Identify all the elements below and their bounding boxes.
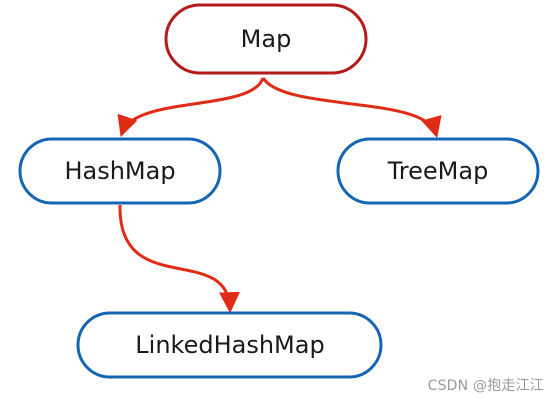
- node-map-label: Map: [241, 25, 292, 53]
- edge-map-to-hashmap: [117, 77, 265, 137]
- node-treemap: TreeMap: [336, 137, 540, 205]
- node-map-box: [164, 3, 368, 75]
- node-linkedhashmap: LinkedHashMap: [76, 311, 383, 379]
- watermark: CSDN @抱走江江: [427, 378, 544, 394]
- node-hashmap: HashMap: [18, 137, 222, 205]
- node-linkedhashmap-label: LinkedHashMap: [135, 331, 324, 359]
- node-hashmap-label: HashMap: [64, 157, 175, 185]
- node-treemap-label: TreeMap: [387, 157, 489, 185]
- edge-map-to-treemap: [261, 77, 442, 139]
- node-hashmap-box: [18, 137, 222, 205]
- node-treemap-box: [336, 137, 540, 205]
- edge-hashmap-to-linkedhashmap: [118, 204, 240, 314]
- node-map: Map: [164, 3, 368, 75]
- node-linkedhashmap-box: [76, 311, 383, 379]
